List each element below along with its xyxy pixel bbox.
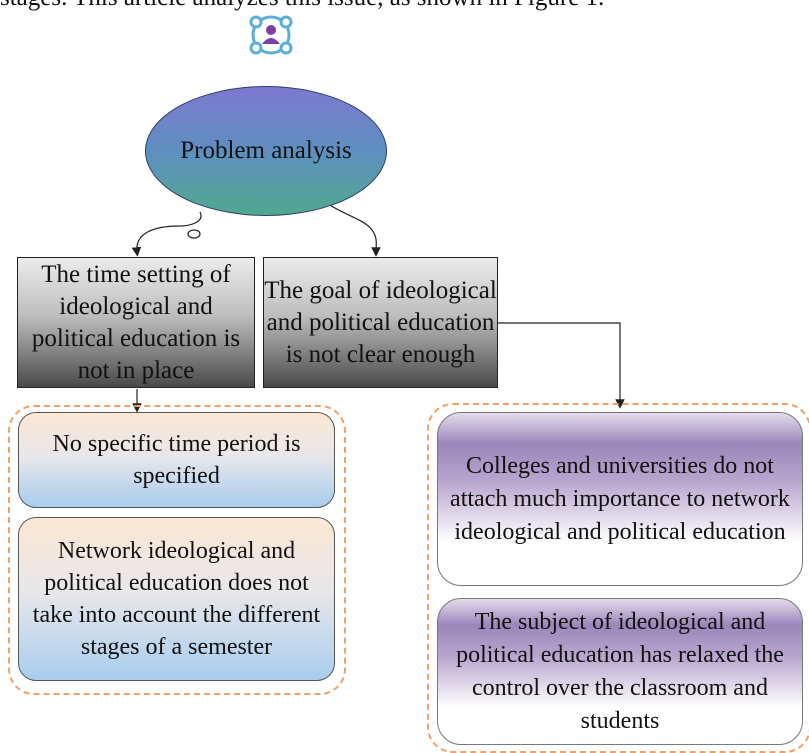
- child-no-time-period: No specific time period is specified: [18, 412, 335, 508]
- intro-text: stages. This article analyzes this issue…: [0, 0, 809, 12]
- child-relaxed-control-label: The subject of ideological and political…: [456, 608, 784, 734]
- branch-goal-label: The goal of ideological and political ed…: [264, 276, 497, 368]
- child-no-time-period-label: No specific time period is specified: [52, 431, 301, 489]
- problem-analysis-label: Problem analysis: [180, 137, 352, 164]
- child-low-importance: Colleges and universities do not attach …: [437, 412, 803, 586]
- child-low-importance-label: Colleges and universities do not attach …: [450, 452, 790, 545]
- branch-time-setting-label: The time setting of ideological and poli…: [31, 260, 241, 384]
- time-setting-group: [8, 405, 346, 695]
- person-network-icon: [244, 12, 298, 58]
- child-semester-stages-label: Network ideological and political educat…: [32, 538, 321, 660]
- branch-goal: The goal of ideological and political ed…: [263, 257, 498, 388]
- child-semester-stages: Network ideological and political educat…: [18, 517, 335, 681]
- child-relaxed-control: The subject of ideological and political…: [437, 598, 803, 745]
- problem-analysis-node: Problem analysis: [145, 86, 387, 216]
- branch-time-setting: The time setting of ideological and poli…: [17, 257, 255, 388]
